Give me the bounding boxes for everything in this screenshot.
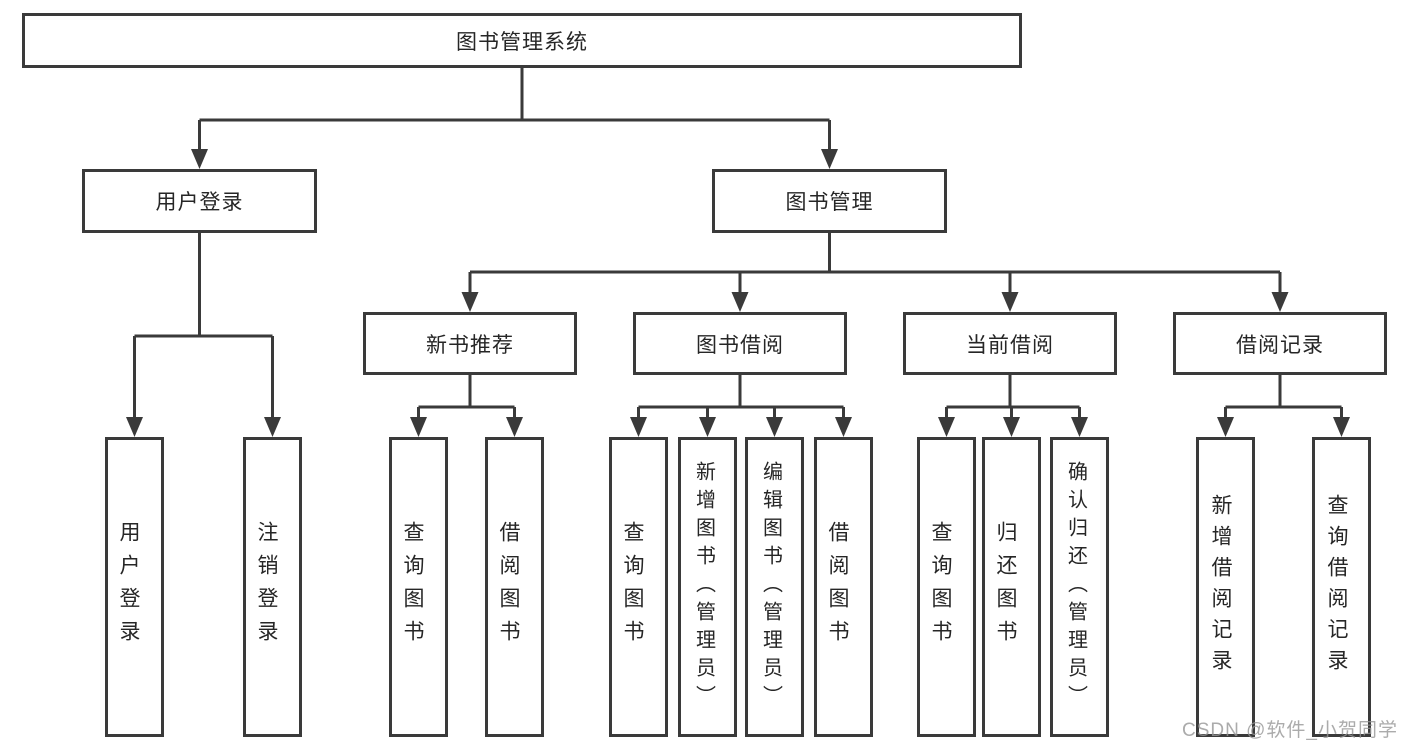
node-book-management: 图书管理 — [712, 169, 947, 233]
node-current-borrowing-label: 当前借阅 — [966, 333, 1054, 357]
leaf-search-books-recommend: 查询图书 — [389, 437, 448, 737]
leaf-borrow-books: 借阅图书 — [814, 437, 873, 737]
leaf-borrow-books-recommend: 借阅图书 — [485, 437, 544, 737]
leaf-add-borrow-record: 新增借阅记录 — [1196, 437, 1255, 737]
leaf-search-books-current: 查询图书 — [917, 437, 976, 737]
node-new-book-recommend: 新书推荐 — [363, 312, 577, 375]
node-user-login: 用户登录 — [82, 169, 317, 233]
node-book-borrowing: 图书借阅 — [633, 312, 847, 375]
leaf-add-books-admin: 新增图书（管理员） — [678, 437, 737, 737]
node-new-book-recommend-label: 新书推荐 — [426, 333, 514, 357]
node-borrow-records-label: 借阅记录 — [1236, 333, 1324, 357]
leaf-user-login-label: 用户登录 — [117, 521, 140, 653]
leaf-confirm-return-admin-label: 确认归还（管理员） — [1064, 461, 1087, 713]
leaf-edit-books-admin-label: 编辑图书（管理员） — [759, 461, 782, 713]
node-current-borrowing: 当前借阅 — [903, 312, 1117, 375]
leaf-add-books-admin-label: 新增图书（管理员） — [692, 461, 715, 713]
leaf-add-borrow-record-label: 新增借阅记录 — [1209, 494, 1232, 680]
leaf-borrow-books-label: 借阅图书 — [826, 521, 849, 653]
leaf-logout-label: 注销登录 — [255, 521, 278, 653]
node-book-borrowing-label: 图书借阅 — [696, 333, 784, 357]
leaf-search-books-current-label: 查询图书 — [929, 521, 952, 653]
leaf-borrow-books-recommend-label: 借阅图书 — [497, 521, 520, 653]
node-book-management-label: 图书管理 — [785, 191, 874, 214]
leaf-user-login: 用户登录 — [105, 437, 164, 737]
leaf-search-books-recommend-label: 查询图书 — [401, 521, 424, 653]
node-library-system: 图书管理系统 — [22, 13, 1022, 68]
leaf-edit-books-admin: 编辑图书（管理员） — [745, 437, 804, 737]
node-borrow-records: 借阅记录 — [1173, 312, 1387, 375]
leaf-return-books-label: 归还图书 — [994, 521, 1017, 653]
leaf-search-borrow-record: 查询借阅记录 — [1312, 437, 1371, 737]
leaf-search-books-borrowing: 查询图书 — [609, 437, 668, 737]
leaf-return-books: 归还图书 — [982, 437, 1041, 737]
leaf-confirm-return-admin: 确认归还（管理员） — [1050, 437, 1109, 737]
node-library-system-label: 图书管理系统 — [456, 30, 588, 54]
node-user-login-label: 用户登录 — [155, 191, 244, 214]
csdn-watermark: CSDN @软件_小贺同学 — [1182, 720, 1398, 741]
leaf-search-books-borrowing-label: 查询图书 — [621, 521, 644, 653]
leaf-search-borrow-record-label: 查询借阅记录 — [1325, 494, 1348, 680]
leaf-logout: 注销登录 — [243, 437, 302, 737]
